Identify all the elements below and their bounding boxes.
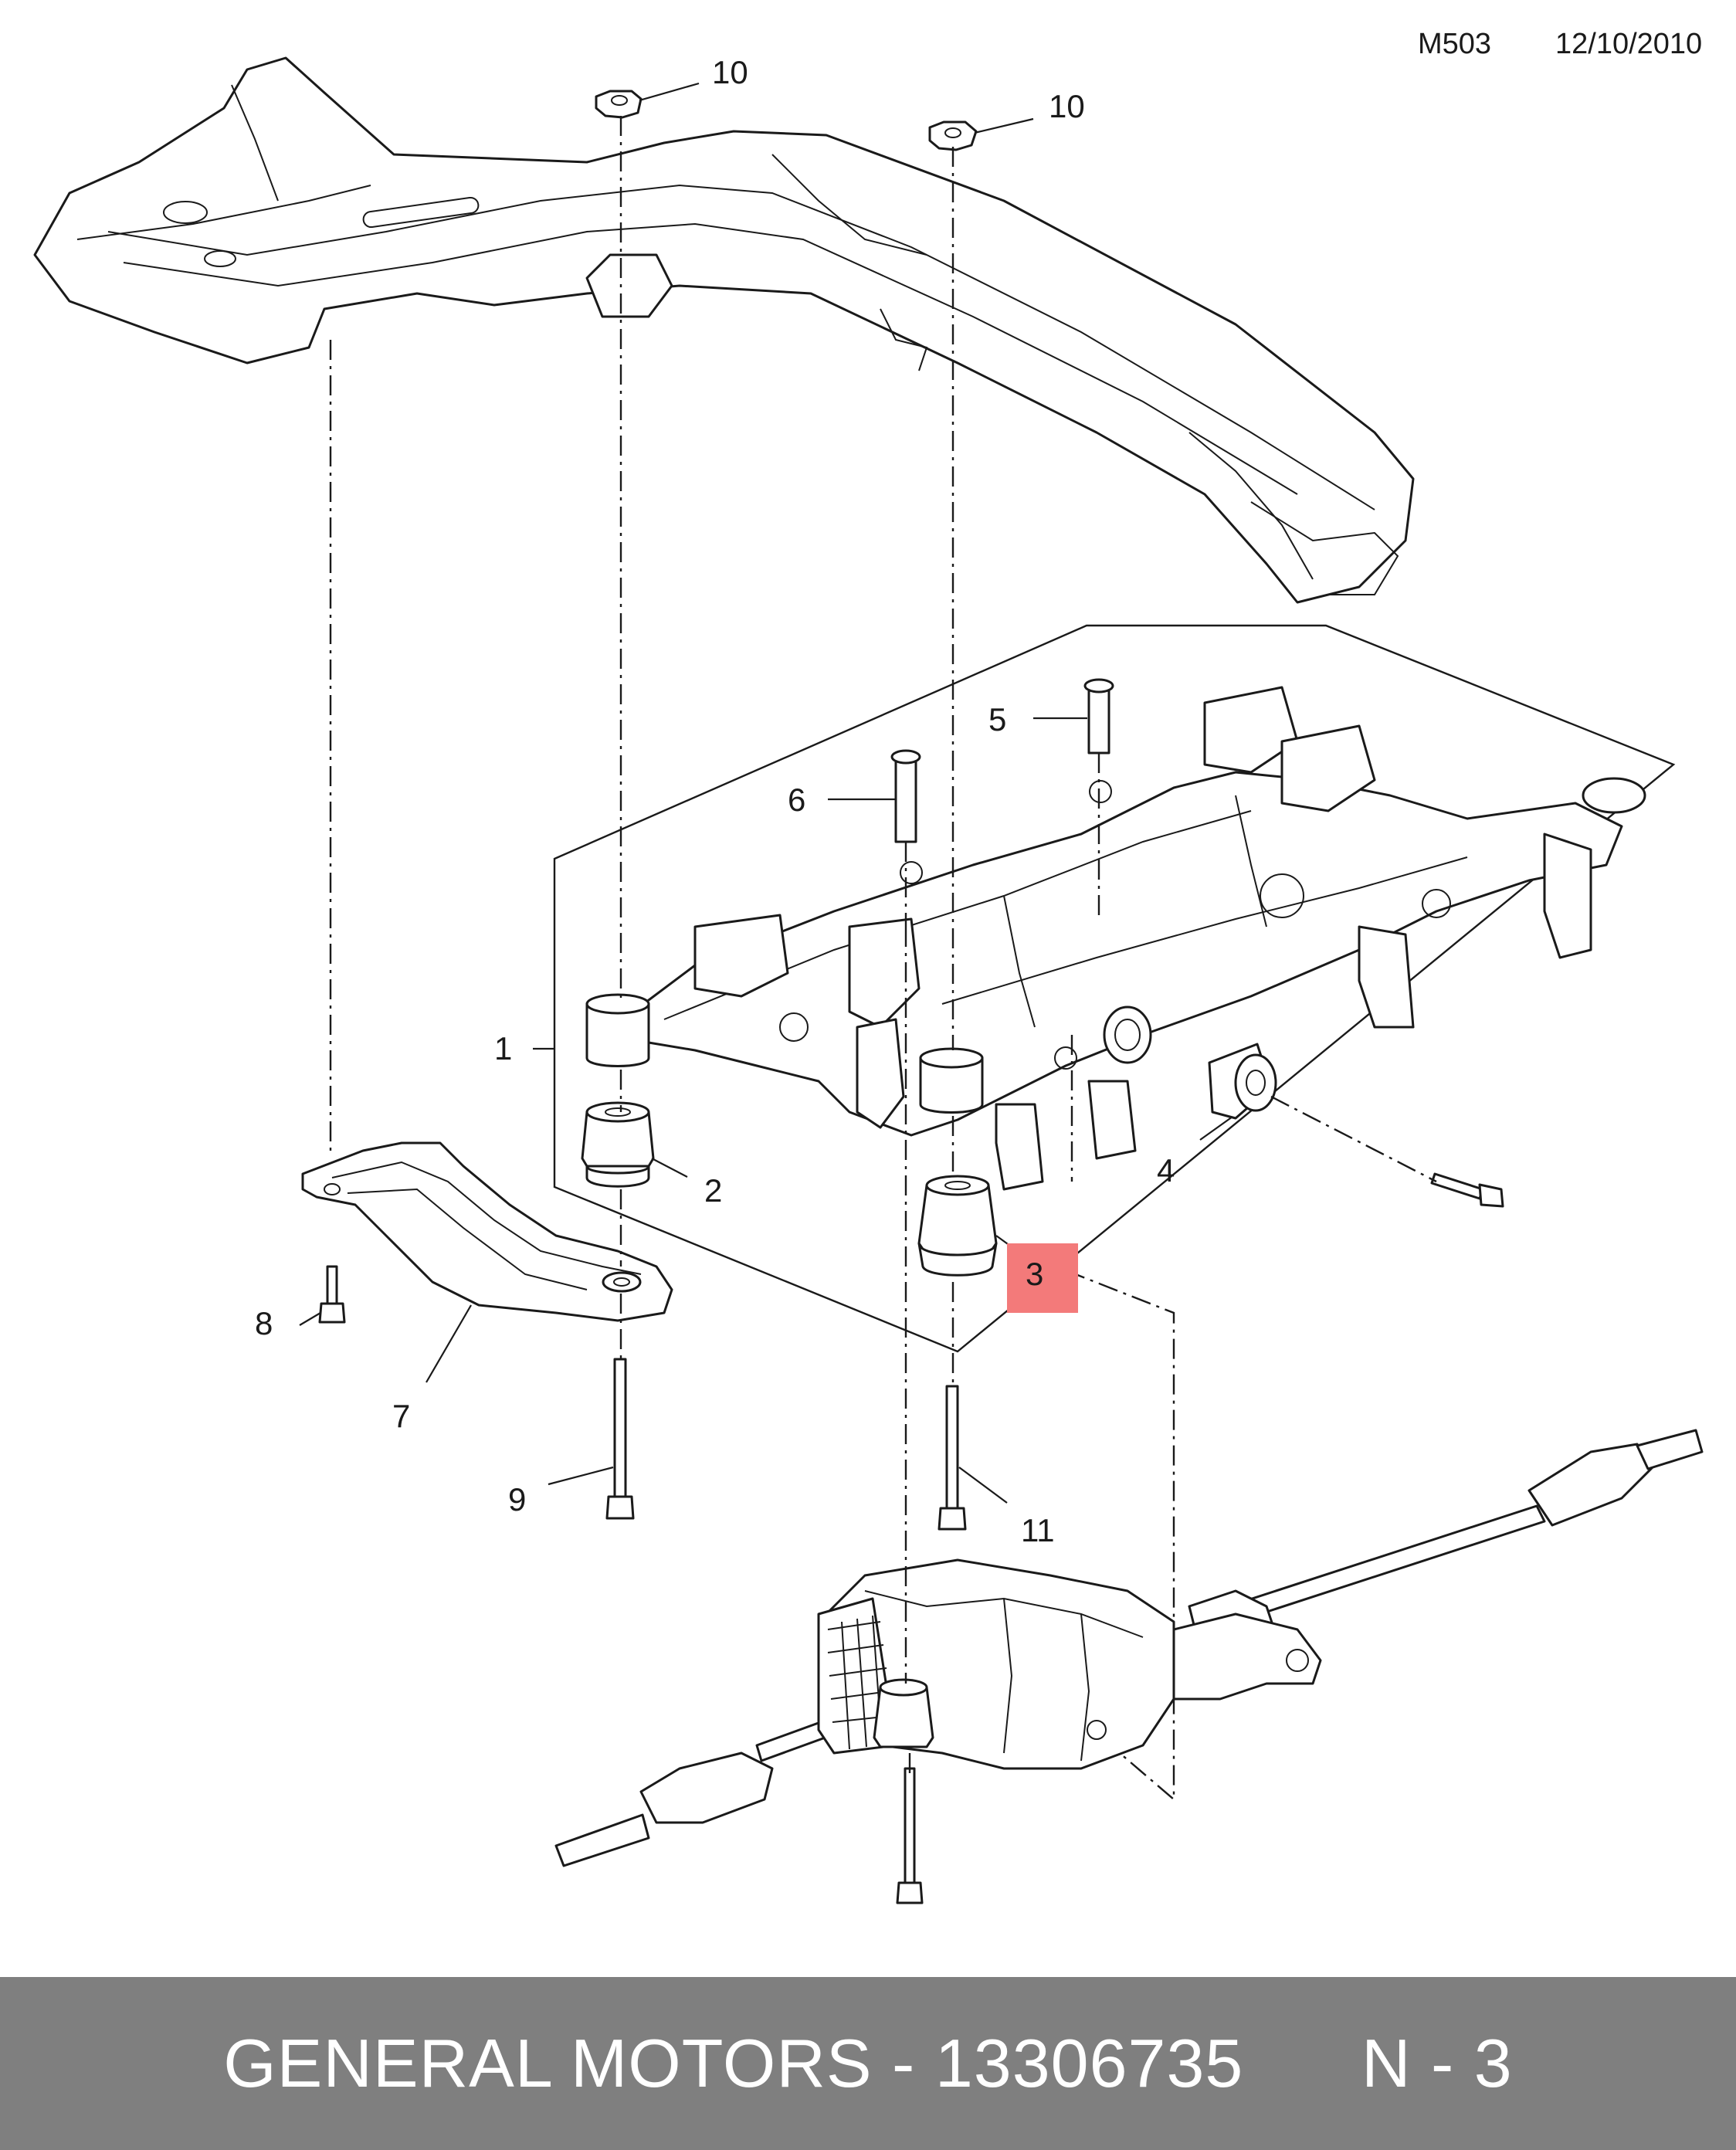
callout-9: 9 <box>508 1481 526 1518</box>
subframe-group-outline <box>553 624 1676 1353</box>
callout-3-highlight <box>1007 1243 1078 1313</box>
callout-10-left: 10 <box>712 54 748 90</box>
footer-banner: GENERAL MOTORS - 13306735 N - 3 <box>0 1977 1736 2150</box>
callout-6: 6 <box>788 782 805 818</box>
callout-10-right: 10 <box>1049 88 1085 124</box>
footer-text: GENERAL MOTORS - 13306735 N - 3 <box>223 2025 1513 2101</box>
part-8-bolt <box>318 1265 346 1324</box>
callout-2: 2 <box>704 1172 722 1209</box>
part-10-clip-nut-left <box>595 90 643 119</box>
part-6-sleeve <box>890 749 921 843</box>
part-11-bolt <box>938 1385 967 1531</box>
part-9-bolt <box>605 1358 635 1520</box>
part-5-sleeve <box>1083 678 1114 755</box>
callout-11: 11 <box>1021 1512 1055 1548</box>
callout-8: 8 <box>255 1305 273 1341</box>
ecu-grid <box>827 1615 892 1750</box>
header-code: M503 <box>1418 28 1492 60</box>
callout-1: 1 <box>494 1030 512 1067</box>
callout-7: 7 <box>392 1398 410 1434</box>
callout-5: 5 <box>988 701 1006 738</box>
part-10-clip-nut-right <box>928 120 978 151</box>
subframe-cradle <box>585 686 1646 1191</box>
callout-leader-lines <box>299 82 1233 1504</box>
footer-part-number: 13306735 <box>934 2025 1244 2101</box>
part-2-bushing <box>581 1101 655 1188</box>
exploded-parts-diagram: 10 10 5 6 1 2 3 4 8 7 9 11 <box>33 54 1704 1904</box>
part-7-bracket <box>301 1141 673 1322</box>
callout-4: 4 <box>1157 1152 1175 1189</box>
part-4-bushing <box>1208 1043 1277 1120</box>
footer-brand: GENERAL MOTORS <box>223 2025 873 2101</box>
header-date: 12/10/2010 <box>1555 28 1703 60</box>
part-3-bushing <box>917 1175 998 1277</box>
differential-and-driveshafts <box>554 1429 1704 1904</box>
footer-position: N - 3 <box>1361 2025 1513 2101</box>
callout-3: 3 <box>1026 1256 1043 1292</box>
assembly-centerlines <box>329 116 1437 1802</box>
underbody-rail <box>33 56 1415 604</box>
part-4-bolt <box>1430 1172 1504 1208</box>
